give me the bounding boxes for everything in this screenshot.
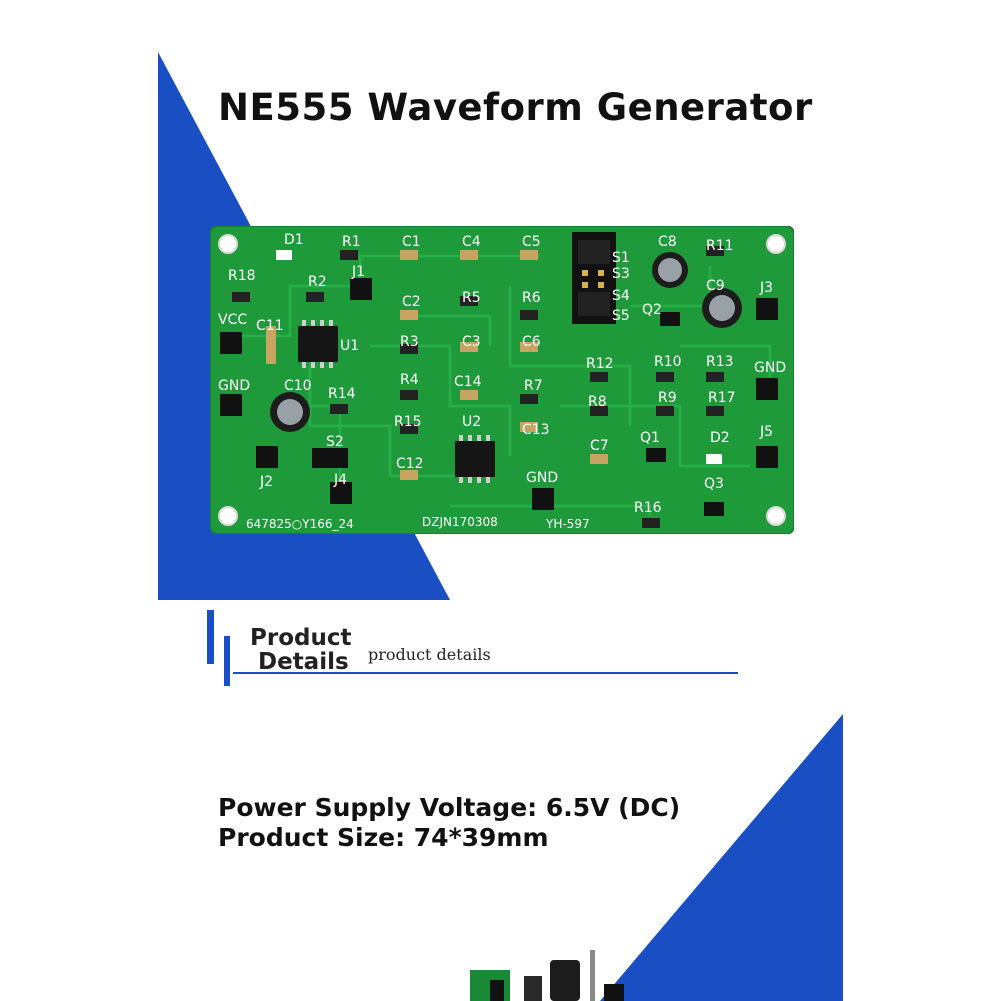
- svg-text:R2: R2: [308, 274, 327, 290]
- svg-text:C11: C11: [256, 318, 284, 334]
- svg-text:D1: D1: [284, 232, 304, 248]
- section-divider: [233, 672, 738, 674]
- svg-text:U1: U1: [340, 338, 359, 354]
- ic-u1: [298, 320, 338, 368]
- section-subheading: product details: [368, 645, 491, 664]
- svg-text:R6: R6: [522, 290, 541, 306]
- svg-text:C10: C10: [284, 378, 312, 394]
- svg-text:R1: R1: [342, 234, 361, 250]
- svg-text:C5: C5: [522, 234, 541, 250]
- svg-text:R12: R12: [586, 356, 614, 372]
- page-title: NE555 Waveform Generator: [218, 86, 813, 129]
- svg-text:R15: R15: [394, 414, 422, 430]
- svg-text:Q1: Q1: [640, 430, 660, 446]
- svg-text:S5: S5: [612, 308, 630, 324]
- svg-text:R14: R14: [328, 386, 356, 402]
- ic-u2: [455, 435, 495, 483]
- svg-text:C13: C13: [522, 422, 550, 438]
- board-code: YH-597: [545, 517, 590, 531]
- section-heading: Product Details: [250, 626, 351, 674]
- svg-text:Q2: Q2: [642, 302, 662, 318]
- svg-text:R5: R5: [462, 290, 481, 306]
- svg-text:GND: GND: [526, 470, 558, 486]
- spec-list: Power Supply Voltage: 6.5V (DC) Product …: [218, 793, 680, 853]
- svg-text:R4: R4: [400, 372, 419, 388]
- svg-text:R3: R3: [400, 334, 419, 350]
- spec-size: Product Size: 74*39mm: [218, 823, 549, 852]
- svg-text:C9: C9: [706, 278, 725, 294]
- svg-text:C8: C8: [658, 234, 677, 250]
- svg-text:C1: C1: [402, 234, 421, 250]
- capacitor-c10: [270, 392, 310, 432]
- svg-text:J5: J5: [759, 424, 773, 440]
- svg-text:U2: U2: [462, 414, 481, 430]
- svg-text:GND: GND: [754, 360, 786, 376]
- svg-text:J1: J1: [351, 264, 365, 280]
- svg-text:C7: C7: [590, 438, 609, 454]
- section-heading-line1: Product: [250, 625, 352, 651]
- svg-text:R17: R17: [708, 390, 736, 406]
- capacitor-c9: [702, 288, 742, 328]
- svg-text:VCC: VCC: [218, 312, 247, 328]
- svg-text:C12: C12: [396, 456, 424, 472]
- svg-text:C14: C14: [454, 374, 482, 390]
- svg-text:J3: J3: [759, 280, 773, 296]
- accent-bar: [224, 636, 230, 686]
- spec-voltage: Power Supply Voltage: 6.5V (DC): [218, 793, 681, 822]
- svg-text:Q3: Q3: [704, 476, 724, 492]
- svg-text:R7: R7: [524, 378, 543, 394]
- svg-text:S4: S4: [612, 288, 630, 304]
- svg-text:R13: R13: [706, 354, 734, 370]
- svg-text:R10: R10: [654, 354, 682, 370]
- svg-text:C3: C3: [462, 334, 481, 350]
- jumper-header: [572, 232, 616, 324]
- svg-text:S3: S3: [612, 266, 630, 282]
- svg-text:R9: R9: [658, 390, 677, 406]
- accent-bar: [207, 610, 214, 664]
- svg-text:J4: J4: [333, 472, 347, 488]
- svg-text:R11: R11: [706, 238, 734, 254]
- board-components-partial: [470, 950, 624, 1001]
- board-footer-left: 647825○Y166_24: [246, 517, 354, 531]
- svg-text:GND: GND: [218, 378, 250, 394]
- svg-text:D2: D2: [710, 430, 730, 446]
- board-model: DZJN170308: [422, 515, 498, 529]
- svg-text:S1: S1: [612, 250, 630, 266]
- svg-text:R8: R8: [588, 394, 607, 410]
- svg-text:R16: R16: [634, 500, 662, 516]
- svg-text:J2: J2: [259, 474, 273, 490]
- svg-text:C2: C2: [402, 294, 421, 310]
- capacitor-c8: [652, 252, 688, 288]
- svg-text:C6: C6: [522, 334, 541, 350]
- section-heading-line2: Details: [258, 649, 349, 675]
- svg-text:R18: R18: [228, 268, 256, 284]
- svg-text:S2: S2: [326, 434, 344, 450]
- svg-text:C4: C4: [462, 234, 481, 250]
